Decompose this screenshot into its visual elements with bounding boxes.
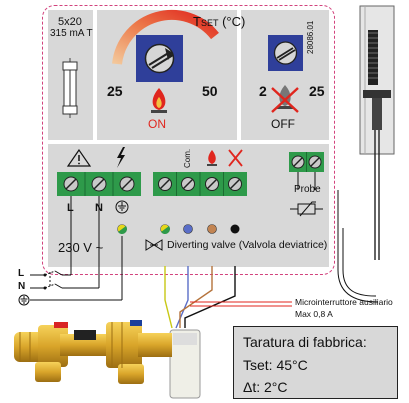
factory-dt: Δt: 2°C <box>243 379 288 395</box>
bottom-panel <box>48 144 329 267</box>
delta-max: 25 <box>309 83 325 99</box>
off-label: OFF <box>271 117 295 131</box>
valve-flame-icon <box>207 150 217 166</box>
top-panel-delta <box>241 10 329 140</box>
part-code: 28086.01 <box>306 20 315 54</box>
aux-switch-line1: Microinterruttore ausiliario <box>295 297 393 307</box>
tset-title-sub: SET <box>200 18 219 28</box>
probe-terminal-block <box>289 152 324 172</box>
tset-title-unit: (°C) <box>218 14 246 29</box>
power-terminal-block <box>57 172 141 196</box>
valve-off-icon <box>228 149 243 167</box>
valve-wire-dots <box>160 224 240 234</box>
tset-max: 50 <box>202 83 218 99</box>
tset-min: 25 <box>107 83 123 99</box>
valve-title: Diverting valve (Valvola deviatrice) <box>167 239 328 251</box>
warning-icon <box>66 148 92 167</box>
valve-cable <box>164 266 292 329</box>
pipe-probe-icon <box>359 5 395 260</box>
thermistor-icon <box>290 201 323 217</box>
probe-lead <box>297 172 379 303</box>
tset-knob-icon <box>136 35 183 82</box>
tset-title-main: T <box>193 14 201 29</box>
flame-off-icon <box>271 85 299 113</box>
factory-title: Taratura di fabbrica: <box>243 334 367 350</box>
fuse-size: 5x20 <box>58 16 82 28</box>
diverting-valve-illustration <box>14 320 201 399</box>
factory-tset: Tset: 45°C <box>243 357 308 373</box>
fuse-rating: 315 mA T <box>50 28 93 39</box>
terminal-l-label: L <box>67 202 74 214</box>
lightning-icon <box>117 147 125 168</box>
external-supply-wiring <box>30 266 123 301</box>
delta-min: 2 <box>259 83 267 99</box>
tset-title: TSET (°C) <box>193 15 245 28</box>
fuse-icon <box>62 58 78 118</box>
valve-terminal-block <box>153 172 247 196</box>
probe-label: Probe <box>294 184 321 195</box>
wiring-l-label: L <box>18 268 25 279</box>
delta-knob-icon <box>268 35 303 71</box>
supply-wires <box>70 196 123 266</box>
supply-voltage: 230 V ~ <box>58 240 104 255</box>
earth-symbol-external-icon <box>18 294 30 306</box>
factory-settings-box <box>233 326 398 399</box>
temperature-arc <box>112 9 219 65</box>
wiring-n-label: N <box>18 281 26 292</box>
on-label: ON <box>148 117 166 131</box>
terminal-n-label: N <box>95 202 103 214</box>
earth-wire-dot <box>117 224 127 234</box>
flame-icon <box>151 88 167 113</box>
com-label: Com. <box>183 148 192 168</box>
valve-symbol-icon <box>145 239 163 251</box>
aux-switch-line2: Max 0,8 A <box>295 309 333 319</box>
earth-symbol-icon <box>115 200 129 214</box>
